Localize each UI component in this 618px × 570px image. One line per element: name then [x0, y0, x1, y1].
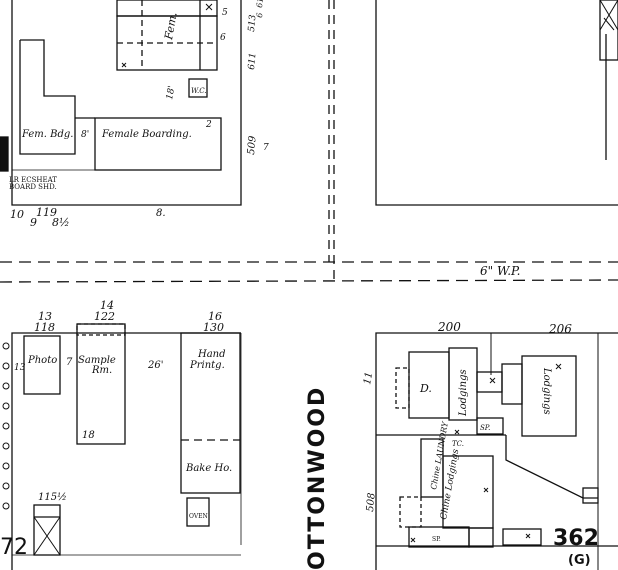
upper-block-outline [11, 0, 242, 206]
female-boarding-label: Female Boarding. [101, 129, 192, 140]
num-200: 200 [437, 320, 461, 334]
num-7: 7 [66, 357, 73, 368]
fem-x-marks [121, 3, 213, 68]
photo-building [23, 335, 61, 395]
lodgings-2-building [521, 355, 577, 437]
sp-label: SP. [480, 424, 490, 432]
fb-num: 2 [205, 120, 212, 130]
eh-line1: LR ECSHEAT [9, 176, 57, 184]
lot-119: 119 [36, 206, 57, 219]
num-118: 118 [34, 321, 55, 334]
tc-label: TC. [452, 440, 464, 448]
num-508: 508 [365, 492, 378, 512]
num-13: 13 [38, 310, 52, 323]
sheet-72: 72 [0, 535, 28, 560]
num-206: 206 [548, 322, 572, 336]
hand-printing-building [180, 332, 241, 494]
dim-18-lower: 18 [82, 430, 95, 441]
num-13b: 13 [14, 363, 26, 373]
black-building-edge [0, 136, 9, 172]
chinese-lodgings-building [442, 455, 494, 529]
pipe-lower [0, 279, 618, 283]
shed-building [502, 528, 542, 546]
dim-18: 18' [165, 85, 177, 100]
street-name: OTTONWOOD [305, 386, 330, 570]
ur-hatch [599, 0, 618, 31]
lot-10: 10 [10, 208, 24, 221]
sample-room-building [76, 323, 126, 445]
upper-left-block [0, 0, 242, 206]
upper-right-outline [375, 0, 618, 206]
num-122: 122 [94, 310, 115, 323]
sp-building [476, 417, 504, 435]
female-boarding-building [94, 117, 222, 171]
upper-right-block [375, 0, 618, 206]
b115-x [33, 516, 61, 556]
eh-line2: BOARD SHD. [9, 183, 57, 191]
lower-left-labels: 13 118 14 122 16 130 13 Photo 7 Sample R… [0, 299, 232, 560]
lodgings-2-annex [501, 363, 523, 405]
diagonal-line [505, 435, 598, 499]
fem-bdg-label: Fem. Bdg. [21, 129, 73, 140]
small-building [468, 527, 494, 548]
d-label: D. [419, 382, 432, 395]
left-edge-circles [2, 342, 10, 510]
num-16: 16 [208, 310, 222, 323]
lot-8half: 8½ [52, 216, 70, 229]
sample-room-porch [76, 323, 126, 336]
sheet-letter: (G) [568, 553, 591, 568]
wc-building [188, 78, 208, 98]
num-115half: 115½ [38, 492, 67, 503]
wc-label: W.C. [191, 87, 207, 95]
sample-rm-2: Rm. [91, 365, 112, 376]
sp2-label: SP. [432, 536, 441, 543]
lower-left-outline [11, 332, 241, 570]
upper-block-labels: Fem. 5 6 6 611 513 61 Fem. Bdg. 8' Femal… [9, 0, 269, 229]
bake-ho-label: Bake Ho. [185, 463, 232, 474]
num-14: 14 [100, 299, 114, 312]
lower-right-labels: 200 206 11 D. Lodgings Lodgings SP. Chin… [362, 320, 572, 543]
sheet-number: 362 [553, 526, 599, 551]
hand-print-1: Hand [197, 349, 226, 360]
num-130: 130 [203, 321, 224, 334]
addr-611: 611 [247, 52, 258, 70]
lodgings-label-1: Lodgings [458, 369, 469, 417]
lower-left-block [2, 323, 242, 570]
addr-513: 513 [247, 14, 258, 32]
lot-8: 8. [156, 208, 166, 219]
num-6: 6 [220, 33, 226, 43]
fem-label: Fem. [162, 11, 180, 41]
addr-61: 61 [255, 0, 265, 8]
building-115half [33, 504, 61, 556]
laundry-porch [399, 496, 422, 528]
lr-x-marks [410, 363, 562, 543]
water-pipe-label: 6" W.P. [480, 264, 520, 278]
lot-9: 9 [30, 216, 37, 229]
oven-building [186, 497, 210, 527]
num-5: 5 [222, 8, 228, 18]
corner-box [582, 487, 599, 504]
num-11: 11 [362, 371, 375, 385]
dim-26: 26' [147, 360, 163, 371]
photo-label: Photo [27, 355, 57, 366]
ur-building [599, 0, 618, 61]
water-pipe [0, 261, 618, 283]
sample-rm-1: Sample [78, 355, 116, 366]
lower-right-block [375, 332, 618, 570]
oven-label: OVEN [189, 513, 208, 520]
addr-7: 7 [263, 143, 269, 153]
fem-bdg-building [19, 39, 76, 155]
num-6b: 6 [255, 12, 264, 18]
lodgings-1-annex [476, 371, 503, 393]
hand-print-2: Printg. [189, 360, 225, 371]
d-porch [395, 367, 410, 409]
fem-bdg-8: 8' [81, 130, 89, 140]
lodgings-label-2: Lodgings [541, 367, 552, 415]
addr-509: 509 [246, 135, 259, 156]
alley-dashes [328, 0, 335, 282]
lower-right-outline [375, 332, 618, 570]
